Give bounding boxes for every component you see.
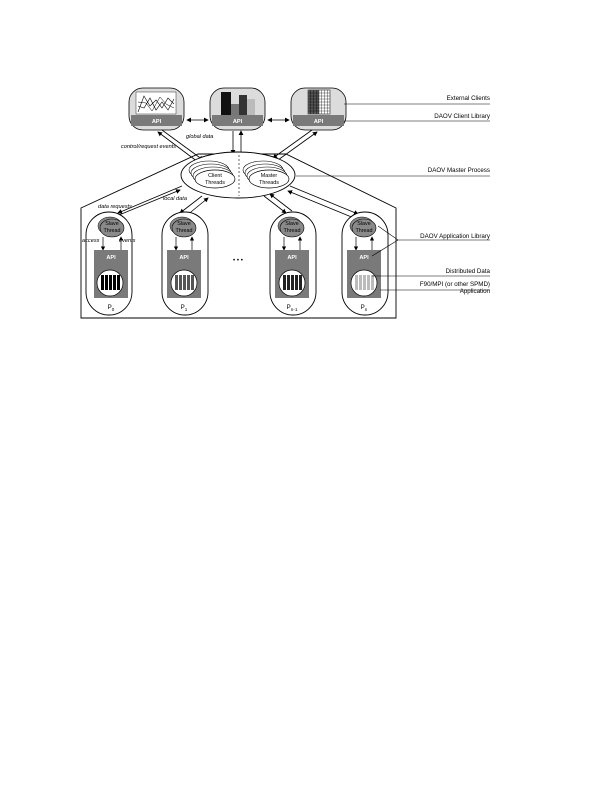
data-block-icon (283, 275, 302, 290)
line-chart-icon (135, 91, 177, 115)
master-slave-arrows (113, 185, 359, 219)
master-threads-line1: Master (261, 173, 278, 179)
client-bar-chart: API (209, 87, 266, 131)
control-request-events-label: control/request events (121, 144, 176, 150)
client-api-label: API (314, 119, 324, 125)
process-pn: Slave Thread API Pn (341, 211, 389, 316)
external-clients-callout: External Clients (447, 95, 490, 102)
master-threads: Master Threads (242, 160, 290, 189)
process-label: P0 (108, 304, 115, 312)
process-label: Pn-1 (287, 304, 298, 312)
slave-thread-line1: Slave (357, 221, 371, 227)
process-ellipsis: • • • (233, 257, 243, 264)
slave-thread-line2: Thread (355, 228, 372, 234)
client-line-chart: API (128, 87, 185, 131)
access-label: access (82, 238, 100, 244)
client-grid-table: API (290, 87, 347, 131)
process-p1: Slave Thread API P1 (161, 211, 209, 316)
slave-thread-line2: Thread (283, 228, 300, 234)
slave-thread-line1: Slave (105, 221, 119, 227)
master-process-callout: DAOV Master Process (428, 167, 490, 174)
local-data-label: local data (163, 196, 187, 202)
process-label: P1 (181, 304, 188, 312)
client-api-label: API (152, 119, 162, 125)
bar-chart-icon (221, 92, 255, 115)
application-library-callout: DAOV Application Library (420, 233, 491, 240)
distributed-data-callout: Distributed Data (446, 268, 491, 275)
callout-leaders (296, 103, 490, 291)
data-block-icon (355, 275, 374, 290)
application-boundary (80, 153, 397, 319)
grid-table-icon (307, 89, 331, 115)
process-api-label: API (287, 255, 297, 261)
slave-thread-line2: Thread (175, 228, 192, 234)
master-process: Client Threads Master Threads (180, 151, 296, 199)
client-api-label: API (233, 119, 243, 125)
client-threads: Client Threads (188, 160, 236, 189)
events-label: events (119, 238, 136, 244)
client-library-callout: DAOV Client Library (434, 113, 491, 120)
master-threads-line2: Threads (259, 180, 279, 186)
client-threads-line1: Client (208, 173, 222, 179)
process-p0: Slave Thread API P0 (85, 211, 133, 316)
client-threads-line2: Threads (205, 180, 225, 186)
process-api-label: API (179, 255, 189, 261)
slave-thread-line2: Thread (103, 228, 120, 234)
process-label: Pn (361, 304, 368, 312)
slave-thread-line1: Slave (285, 221, 299, 227)
application-callout-line1: F90/MPI (or other SPMD) (420, 281, 490, 288)
data-block-icon (175, 275, 194, 290)
global-data-label: global data (186, 134, 213, 140)
data-block-icon (101, 275, 120, 290)
application-callout-line2: Application (460, 288, 491, 295)
process-api-label: API (359, 255, 369, 261)
slave-thread-line1: Slave (177, 221, 191, 227)
process-api-label: API (106, 255, 116, 261)
process-pn-1: Slave Thread API Pn-1 (269, 211, 317, 316)
data-requests-label: data requests (98, 204, 132, 210)
